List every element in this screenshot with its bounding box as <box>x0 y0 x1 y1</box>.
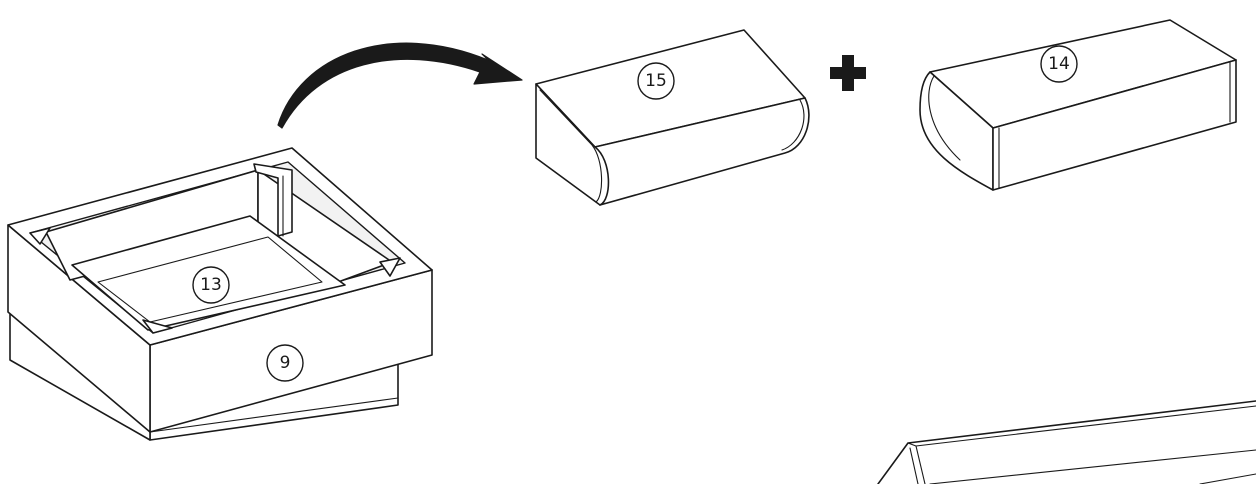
callout-tray-label: 13 <box>200 275 222 295</box>
callout-block-right-label: 14 <box>1048 54 1070 74</box>
callout-block-right: 14 <box>1041 46 1077 82</box>
callout-box-label: 9 <box>280 353 291 373</box>
callout-block-left-label: 15 <box>645 71 667 91</box>
box-assembly: 13 9 <box>8 148 432 440</box>
callout-tray: 13 <box>193 267 229 303</box>
callout-box: 9 <box>267 345 303 381</box>
plus-icon <box>830 55 866 91</box>
curved-arrow-icon <box>278 43 522 128</box>
callout-block-left: 15 <box>638 63 674 99</box>
partial-lid <box>878 401 1256 484</box>
block-right: 14 <box>920 20 1236 190</box>
block-left: 15 <box>536 30 809 205</box>
